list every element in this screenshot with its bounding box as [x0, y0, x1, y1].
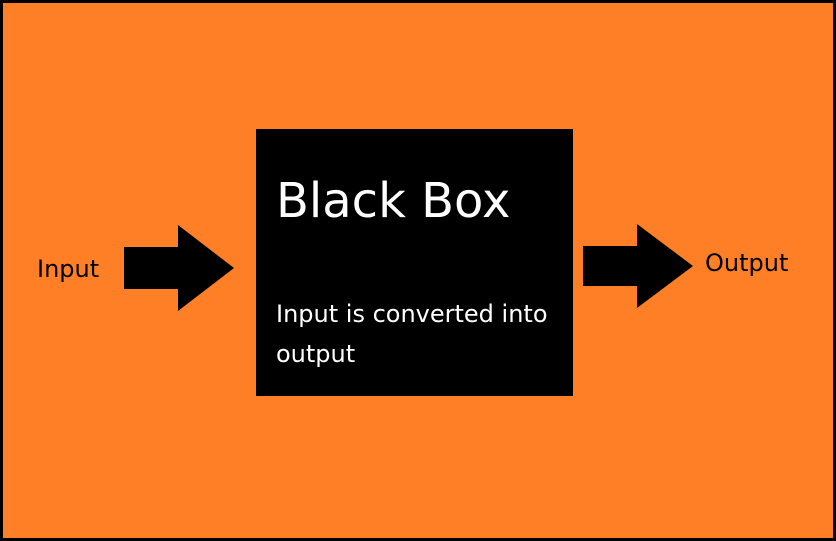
input-arrow-icon — [124, 225, 234, 311]
black-box: Black Box Input is converted into output — [256, 129, 573, 396]
input-label: Input — [37, 255, 100, 283]
input-arrow-shape — [124, 225, 234, 311]
black-box-title: Black Box — [276, 173, 511, 229]
black-box-description: Input is converted into output — [276, 300, 548, 368]
output-label: Output — [705, 249, 789, 277]
output-arrow-shape — [583, 224, 693, 308]
output-arrow-icon — [583, 224, 693, 308]
